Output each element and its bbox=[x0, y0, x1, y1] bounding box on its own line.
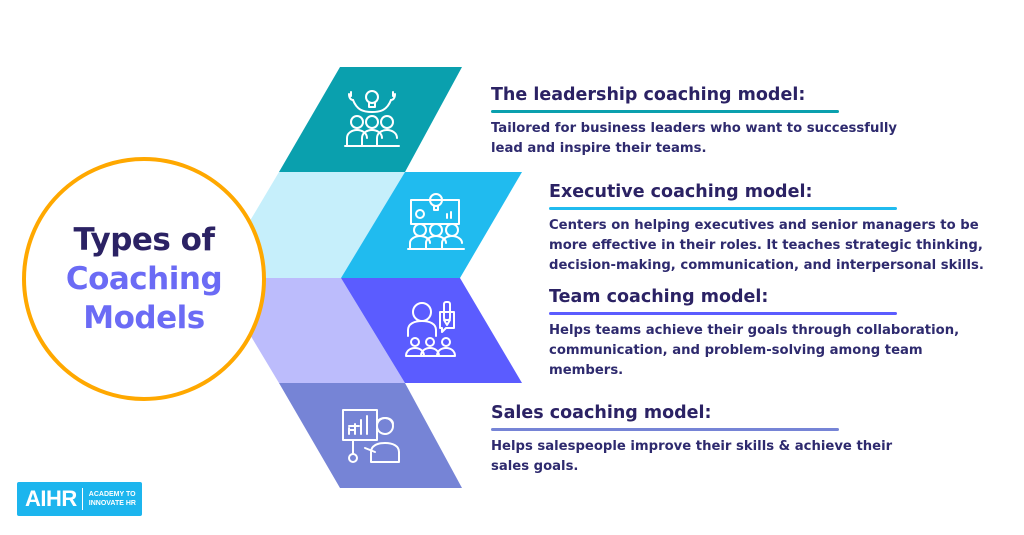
model-description-line: more effective in their roles. It teache… bbox=[549, 238, 983, 253]
model-description-line: Tailored for business leaders who want t… bbox=[491, 121, 897, 136]
band-teal bbox=[279, 67, 462, 172]
logo-subtitle: ACADEMY TO INNOVATE HR bbox=[89, 490, 136, 508]
title-line-3: Models bbox=[83, 299, 205, 336]
sales-presentation-icon bbox=[339, 404, 401, 466]
model-description-line: Helps teams achieve their goals through … bbox=[549, 323, 960, 338]
model-description-line: communication, and problem-solving among… bbox=[549, 343, 923, 358]
logo-mark: AIHR bbox=[25, 486, 77, 511]
model-heading: Executive coaching model: bbox=[549, 182, 813, 202]
model-leadership: The leadership coaching model: Tailored … bbox=[491, 84, 897, 159]
model-executive: Executive coaching model: Centers on hel… bbox=[549, 181, 984, 276]
logo-subtitle-line-1: ACADEMY TO bbox=[88, 491, 136, 498]
model-heading: The leadership coaching model: bbox=[491, 85, 806, 105]
model-description-line: sales goals. bbox=[491, 459, 579, 474]
band-slate bbox=[279, 383, 462, 488]
heading-underline bbox=[491, 428, 839, 431]
logo-subtitle-line-2: INNOVATE HR bbox=[88, 500, 136, 507]
model-description-line: members. bbox=[549, 363, 624, 378]
model-description-line: lead and inspire their teams. bbox=[491, 141, 707, 156]
heading-underline bbox=[549, 312, 897, 315]
title-line-1: Types of bbox=[73, 221, 215, 258]
model-description-line: Centers on helping executives and senior… bbox=[549, 218, 979, 233]
model-team: Team coaching model: Helps teams achieve… bbox=[549, 286, 959, 381]
executive-meeting-icon bbox=[405, 192, 467, 254]
heading-underline bbox=[491, 110, 839, 113]
title-line-2: Coaching bbox=[65, 260, 223, 297]
model-description-line: decision-making, communication, and inte… bbox=[549, 258, 984, 273]
model-description-line: Helps salespeople improve their skills &… bbox=[491, 439, 893, 454]
heading-underline bbox=[549, 207, 897, 210]
leaders-lightbulb-icon bbox=[341, 88, 403, 150]
logo-divider bbox=[81, 488, 83, 510]
band-light-cyan bbox=[216, 172, 405, 278]
model-sales: Sales coaching model: Helps salespeople … bbox=[491, 402, 892, 477]
aihr-logo: AIHR ACADEMY TO INNOVATE HR bbox=[17, 482, 142, 516]
title-circle: Types of Coaching Models bbox=[22, 157, 266, 401]
team-coach-icon bbox=[402, 298, 464, 360]
band-purple bbox=[341, 278, 522, 383]
model-heading: Team coaching model: bbox=[549, 287, 769, 307]
model-heading: Sales coaching model: bbox=[491, 403, 712, 423]
